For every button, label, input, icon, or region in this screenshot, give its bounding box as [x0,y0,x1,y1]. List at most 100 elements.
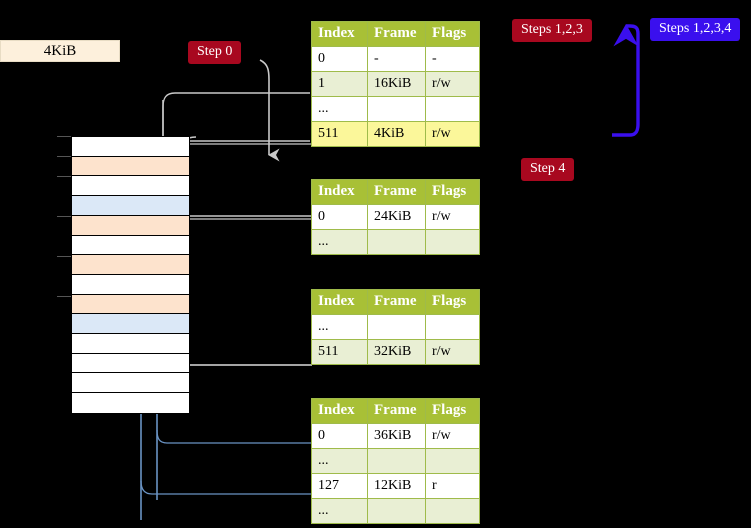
wire-4kib-to-frame [259,59,280,162]
cell-flags [425,314,480,340]
grid-tick [57,216,71,217]
table-row: 0 - - [311,46,480,72]
memory-frame-row [72,373,189,394]
cell-frame: 4KiB [367,121,426,147]
col-header-frame: Frame [367,21,426,47]
memory-frame-row [72,353,189,374]
cell-flags [425,498,480,524]
memory-frame-row [72,393,189,413]
cell-index: ... [311,314,368,340]
cell-flags [425,229,480,255]
cell-index: 511 [311,121,368,147]
table-row: ... [311,314,480,340]
badge-step-0-text: Step 0 [197,44,233,59]
col-header-frame: Frame [367,179,426,205]
wire-l1-row0 [156,429,312,444]
wire-grid-up-1 [169,312,312,366]
cell-frame: 32KiB [367,339,426,365]
badge-steps-123: Steps 1,2,3 [512,19,592,42]
cell-index: ... [311,229,368,255]
cell-flags: r [425,473,480,499]
level-1-table: Index Frame Flags 0 36KiB r/w ... 127 12… [311,398,480,524]
badge-step-4-text: Step 4 [530,161,566,176]
grid-tick [57,256,71,257]
table-row: 127 12KiB r [311,473,480,499]
cell-flags: r/w [425,423,480,449]
table-row: ... [311,229,480,255]
table-row: ... [311,448,480,474]
badge-step-4: Step 4 [521,158,575,181]
badge-steps-1234: Steps 1,2,3,4 [650,18,741,41]
col-header-frame: Frame [367,398,426,424]
table-row: ... [311,96,480,122]
memory-frame-row [72,215,189,236]
badge-step-0: Step 0 [188,41,242,64]
cell-flags: r/w [425,71,480,97]
cell-index: ... [311,498,368,524]
table-header-row: Index Frame Flags [311,179,480,205]
cell-flags: - [425,46,480,72]
cell-frame [367,448,426,474]
cell-frame: 24KiB [367,204,426,230]
cell-index: 511 [311,339,368,365]
memory-frame-row [72,235,189,256]
level-4-table: Index Frame Flags 0 - - 1 16KiB r/w ... [311,21,480,147]
physical-memory-grid [71,136,190,414]
col-header-index: Index [311,398,368,424]
level-3-table: Index Frame Flags 0 24KiB r/w ... [311,179,480,255]
table-header-row: Index Frame Flags [311,21,480,47]
level-2-table: Index Frame Flags ... 511 32KiB r/w [311,289,480,365]
cell-index: 1 [311,71,368,97]
cell-frame [367,498,426,524]
col-header-flags: Flags [425,398,480,424]
cell-flags [425,448,480,474]
table-row-highlighted: 511 4KiB r/w [311,121,480,147]
cell-index: 0 [311,204,368,230]
table-row: ... [311,498,480,524]
memory-frame-row [72,314,189,335]
table-row: 0 36KiB r/w [311,423,480,449]
table-header-row: Index Frame Flags [311,289,480,315]
cell-index: ... [311,448,368,474]
wire-violet-bracket [612,23,640,137]
memory-frame-row [72,176,189,197]
cell-flags: r/w [425,204,480,230]
col-header-frame: Frame [367,289,426,315]
col-header-flags: Flags [425,179,480,205]
cell-frame [367,96,426,122]
frame-size-label-text: 4KiB [43,42,77,59]
memory-frame-row [72,294,189,315]
cell-flags: r/w [425,121,480,147]
col-header-flags: Flags [425,21,480,47]
badge-steps-1234-text: Steps 1,2,3,4 [659,21,732,36]
memory-frame-row [72,156,189,177]
memory-frame-row [72,255,189,275]
memory-frame-row [72,137,189,157]
cell-flags [425,96,480,122]
cell-index: 127 [311,473,368,499]
wire-grid-to-l3 [174,215,312,279]
col-header-index: Index [311,179,368,205]
col-header-index: Index [311,21,368,47]
cell-index: ... [311,96,368,122]
cell-frame [367,229,426,255]
grid-tick [57,296,71,297]
col-header-index: Index [311,289,368,315]
cell-index: 0 [311,46,368,72]
cell-flags: r/w [425,339,480,365]
grid-tick [57,156,71,157]
cell-frame [367,314,426,340]
table-row: 0 24KiB r/w [311,204,480,230]
wire-l1-row127 [140,480,312,495]
memory-frame-row [72,334,189,354]
cell-frame: - [367,46,426,72]
table-row: 511 32KiB r/w [311,339,480,365]
table-row: 1 16KiB r/w [311,71,480,97]
memory-frame-row [72,196,189,216]
cell-frame: 16KiB [367,71,426,97]
memory-frame-row [72,274,189,295]
grid-tick [57,176,71,177]
frame-size-label: 4KiB [0,40,120,62]
grid-tick [57,136,71,137]
